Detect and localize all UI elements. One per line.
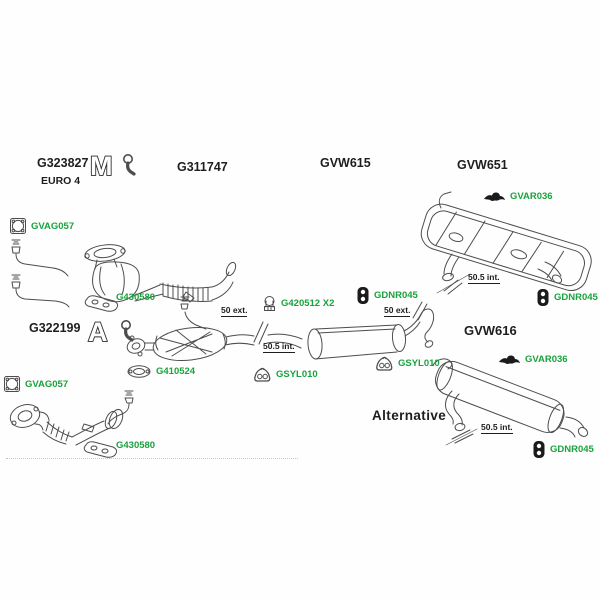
rubber-hanger-icon [537, 289, 549, 306]
part-number: GVAG057 [31, 220, 75, 232]
part-group-title-gvw651: GVW651 [457, 158, 508, 172]
part-number: GDNR045 [550, 444, 594, 455]
part-label-gvar036-616[interactable]: GVAR036 [498, 353, 568, 365]
rubber-hanger-icon [357, 287, 369, 304]
part-label-gdnr045-651[interactable]: GDNR045 [536, 288, 598, 307]
square-gasket-icon [10, 218, 26, 234]
key-icon [122, 154, 136, 176]
euro4-subtitle: EURO 4 [41, 175, 81, 187]
part-label-gvar036-651[interactable]: GVAR036 [483, 190, 553, 202]
part-number: GSYL010 [276, 369, 318, 380]
key-icon [120, 320, 134, 342]
part-label-g420512[interactable]: G420512 X2 [262, 295, 334, 312]
mount-bracket-icon [499, 355, 520, 364]
part-number: GSYL010 [398, 358, 440, 369]
part-number: GVAG057 [25, 378, 69, 390]
part-label-gdnr045-mid[interactable]: GDNR045 [356, 286, 418, 305]
part-label-g410524[interactable]: G410524 [126, 364, 195, 379]
rear-silencer-616-drawing [432, 358, 589, 446]
pipe-clamp-icon [264, 296, 275, 311]
part-group-title-g323827: G323827 [37, 156, 89, 170]
part-number: GVAR036 [510, 190, 553, 202]
part-label-gvag057-bottom[interactable]: GVAG057 [3, 375, 68, 393]
part-number: G420512 X2 [281, 298, 335, 309]
part-number: G430580 [116, 292, 156, 303]
dimension-label-505int-616: 50.5 int. [481, 422, 513, 434]
part-label-g430580-top[interactable]: G430580 [116, 292, 155, 303]
rear-silencer-651-drawing [420, 191, 592, 295]
m-logo: M [89, 150, 136, 182]
part-number: GDNR045 [554, 292, 598, 303]
front-pipe-drawing [9, 390, 134, 458]
dimension-label-505int-mid: 50.5 int. [263, 341, 295, 353]
part-label-gdnr045-616[interactable]: GDNR045 [532, 440, 594, 459]
part-label-gvag057-top[interactable]: GVAG057 [9, 217, 74, 235]
part-label-gsyl010-right[interactable]: GSYL010 [375, 355, 440, 372]
rubber-mount-icon [254, 367, 271, 382]
part-label-gsyl010-left[interactable]: GSYL010 [253, 366, 318, 383]
part-group-title-gvw615: GVW615 [320, 156, 371, 170]
oval-gasket-icon [127, 365, 151, 378]
part-label-g430580-bottom[interactable]: G430580 [116, 440, 155, 451]
square-gasket-icon [4, 376, 20, 392]
mount-bracket-icon [484, 192, 505, 201]
logo-letter-a: A [88, 317, 108, 347]
part-number: G430580 [116, 440, 156, 451]
center-silencer-drawing [126, 296, 435, 362]
logo-letter-m: M [90, 151, 113, 181]
dimension-label-50ext-tail: 50 ext. [384, 305, 411, 317]
dimension-label-50ext-mid: 50 ext. [221, 305, 248, 317]
part-number: G410524 [156, 366, 196, 377]
rubber-mount-icon [376, 356, 393, 371]
catalyst-downpipe-drawing [11, 239, 237, 312]
part-number: GDNR045 [374, 290, 418, 301]
alternative-note: Alternative [372, 408, 447, 423]
part-group-title-g311747: G311747 [177, 160, 228, 174]
rubber-hanger-icon [533, 441, 545, 458]
row-separator-dotted-line [6, 458, 298, 459]
dimension-label-505int-651: 50.5 int. [468, 272, 500, 284]
a-logo: A [87, 316, 134, 348]
part-group-title-gvw616: GVW616 [464, 323, 517, 338]
part-number: GVAR036 [525, 353, 568, 365]
part-group-title-g322199: G322199 [29, 321, 81, 335]
